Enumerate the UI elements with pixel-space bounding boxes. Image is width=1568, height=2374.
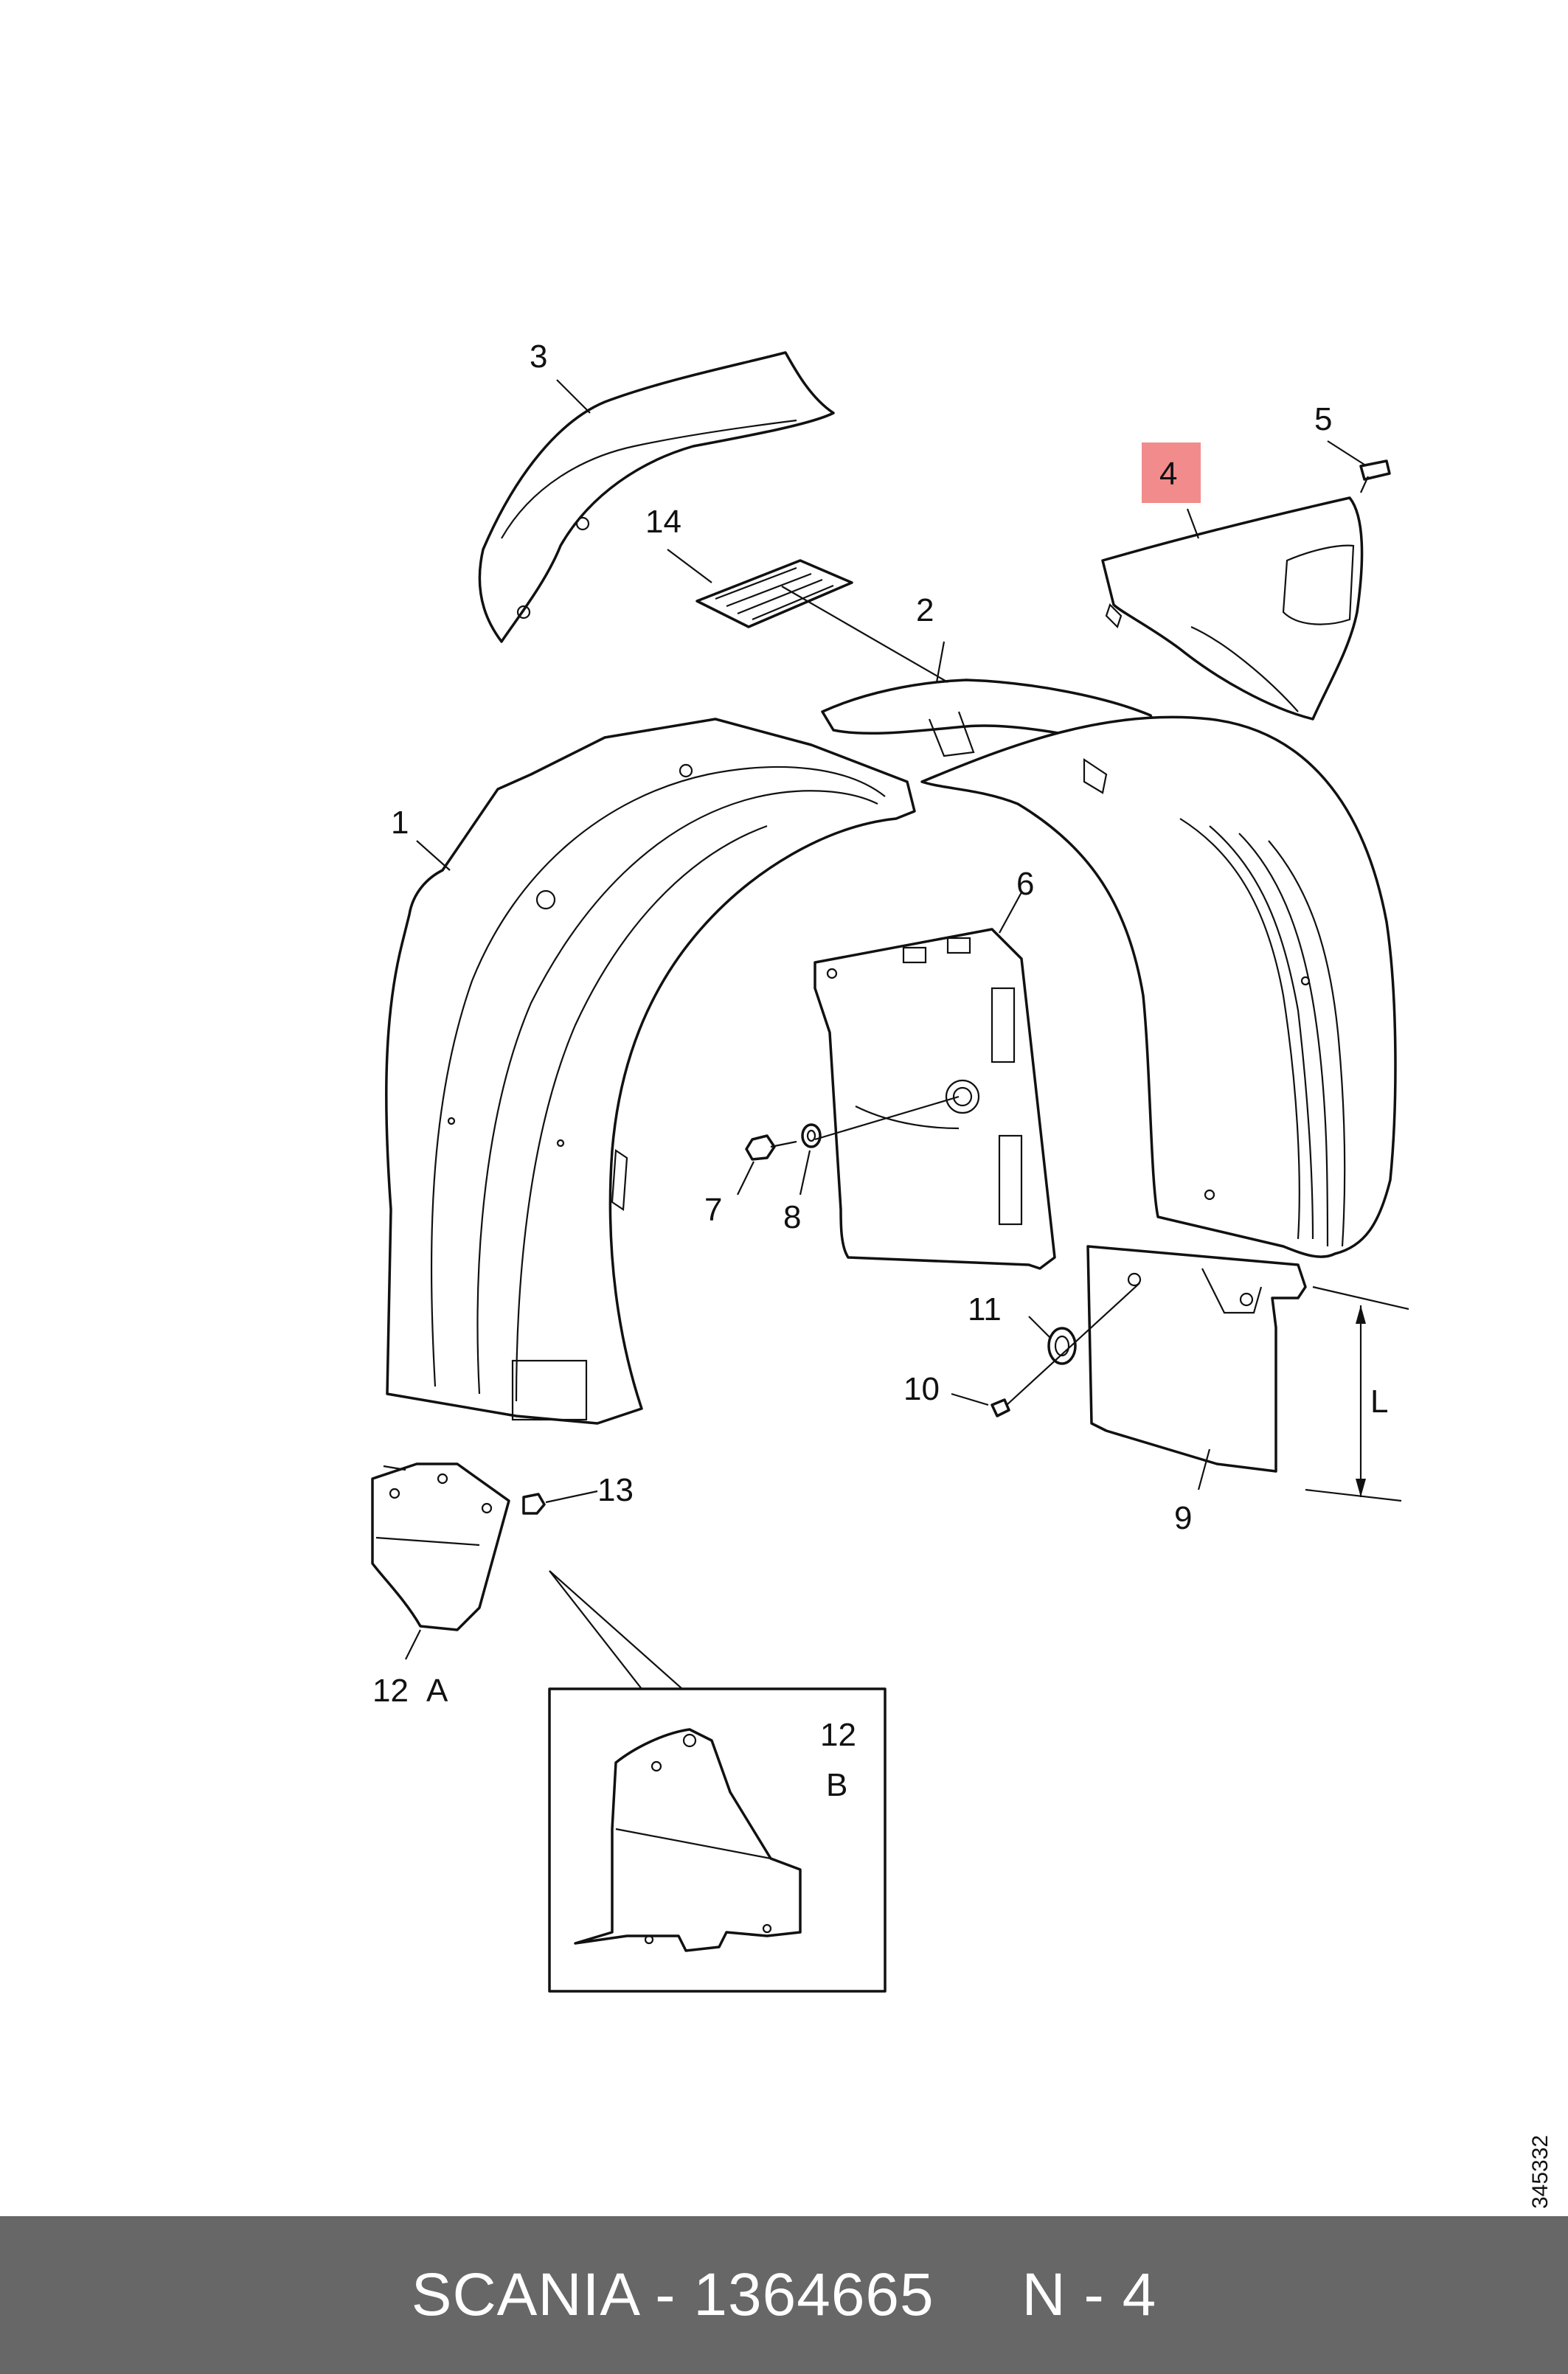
leader-lines: [383, 379, 1365, 1660]
callout-12a-number: 12: [372, 1673, 409, 1709]
callout-labels: 3 14 2 4 5 1 6 7 8 11 10 9 L 13 12 A 12 …: [372, 339, 1553, 2209]
callout-6: 6: [1016, 866, 1034, 902]
footer-bar: SCANIA - 1364665 N - 4: [0, 2216, 1568, 2374]
part-5-screw: [1359, 459, 1391, 493]
part-12a-bracket: [371, 1462, 510, 1631]
callout-12b-letter: B: [826, 1767, 847, 1803]
callout-4-highlight: [1142, 442, 1201, 503]
detail-box-12b: [548, 1570, 887, 1993]
callout-5: 5: [1314, 401, 1332, 437]
callout-3: 3: [530, 339, 547, 375]
callout-9: 9: [1174, 1500, 1192, 1536]
drawing-id: 345332: [1528, 2135, 1553, 2209]
part-9-lower-flap: [1086, 1245, 1307, 1473]
callout-4: 4: [1159, 456, 1177, 492]
part-4-fender-extension-right: [1101, 496, 1364, 721]
part-7-bolt: [745, 1134, 797, 1161]
dimension-L-label: L: [1370, 1384, 1388, 1420]
part-8-washer: [801, 1123, 822, 1148]
part-14-label: [695, 559, 853, 628]
part-3-fender-extension: [478, 351, 835, 643]
part-6-mud-flap: [814, 928, 1056, 1270]
part-wheel-housing-right: [920, 715, 1397, 1258]
part-11-washer: [1047, 1327, 1077, 1365]
parts-diagram: 3 14 2 4 5 1 6 7 8 11 10 9 L 13 12 A 12 …: [371, 339, 1553, 2209]
part-1-wheel-housing-left: [385, 718, 916, 1425]
callout-1: 1: [391, 805, 409, 841]
callout-11: 11: [968, 1291, 1002, 1327]
part-13-bolt: [522, 1493, 546, 1515]
callout-12a-letter: A: [426, 1673, 448, 1709]
part-10-rivet: [991, 1398, 1010, 1417]
callout-2: 2: [916, 592, 934, 628]
footer-part-number: SCANIA - 1364665 N - 4: [411, 2261, 1157, 2328]
callout-13: 13: [597, 1472, 634, 1508]
callout-8: 8: [783, 1199, 801, 1235]
callout-7: 7: [704, 1192, 722, 1228]
callout-12b-number: 12: [820, 1717, 856, 1753]
callout-10: 10: [903, 1371, 940, 1407]
callout-14: 14: [645, 504, 681, 540]
dimension-L: [1305, 1285, 1409, 1502]
